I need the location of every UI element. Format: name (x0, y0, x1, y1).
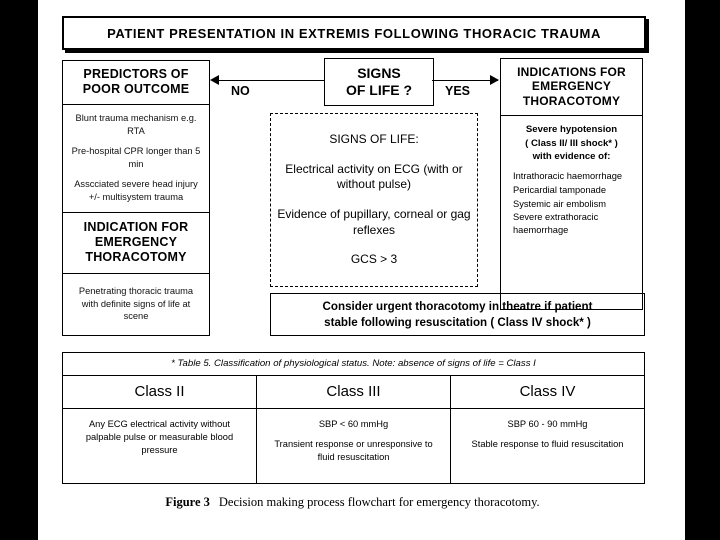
indications-header-line1: INDICATIONS FOR (517, 65, 626, 79)
table-cell-class-ii: Any ECG electrical activity without palp… (63, 409, 257, 483)
figure-number: Figure 3 (165, 495, 210, 509)
table-header-row: Class II Class III Class IV (63, 376, 644, 409)
title-banner: PATIENT PRESENTATION IN EXTREMIS FOLLOWI… (62, 16, 646, 50)
indications-lead-line3: with evidence of: (532, 151, 611, 163)
table-cell-line: SBP < 60 mmHg (318, 419, 389, 429)
figure-caption: Figure 3 Decision making process flowchar… (62, 495, 643, 510)
indications-header-line2: EMERGENCY (531, 79, 612, 94)
predictor-item: Blunt trauma mechanism e.g. RTA (75, 113, 197, 136)
predictors-header: PREDICTORS OF POOR OUTCOME (62, 60, 210, 105)
consider-line1: Consider urgent thoracotomy in theatre i… (322, 299, 593, 313)
left-column: PREDICTORS OF POOR OUTCOME Blunt trauma … (62, 60, 210, 336)
table-header-cell: Class IV (451, 376, 644, 409)
consider-urgent-thoracotomy-bar: Consider urgent thoracotomy in theatre i… (270, 293, 645, 336)
predictor-item: Asscciated severe head injury +/- multis… (74, 179, 198, 202)
indications-list: Intrathoracic haemorrhage Pericardial ta… (507, 170, 636, 236)
indication-footer-text: Penetrating thoracic trauma with definit… (78, 286, 194, 322)
indication-header: INDICATION FOR EMERGENCY THORACOTOMY (62, 213, 210, 274)
indication-item: Intrathoracic haemorrhage (513, 171, 623, 182)
indication-header-line1: INDICATION FOR (83, 220, 189, 234)
indications-lead: Severe hypotension ( Class II/ III shock… (507, 123, 636, 163)
indication-item: Systemic air embolism (513, 198, 606, 209)
table-header-cell: Class III (257, 376, 451, 409)
branch-label-no: NO (231, 84, 250, 98)
arrow-no-line (212, 80, 324, 81)
indication-header-line3: THORACOTOMY (85, 250, 187, 264)
signs-detail-item: GCS > 3 (350, 252, 398, 267)
table-footnote: * Table 5. Classification of physiologic… (63, 353, 644, 376)
table-cell-class-iv: SBP 60 - 90 mmHg Stable response to flui… (451, 409, 644, 483)
table-cell-line: SBP 60 - 90 mmHg (507, 419, 588, 429)
branch-label-yes: YES (445, 84, 471, 98)
signs-detail-item: Electrical activity on ECG (with or with… (285, 161, 463, 192)
table-header-cell: Class II (63, 376, 257, 409)
figure-page: PATIENT PRESENTATION IN EXTREMIS FOLLOWI… (38, 0, 685, 540)
decision-node-signs-of-life: SIGNS OF LIFE ? (324, 58, 434, 106)
predictors-list: Blunt trauma mechanism e.g. RTA Pre-hosp… (62, 105, 210, 213)
arrow-right-icon (490, 75, 499, 85)
table-cell-line: Transient response or unresponsive to fl… (274, 439, 433, 463)
indication-footer: Penetrating thoracic trauma with definit… (62, 274, 210, 336)
table-cell-line: Stable response to fluid resuscitation (471, 439, 624, 450)
table-cell-line: Any ECG electrical activity without palp… (85, 419, 234, 456)
predictors-header-line1: PREDICTORS OF (83, 67, 189, 81)
decision-line1: SIGNS (357, 64, 401, 81)
indication-item: Pericardial tamponade (513, 184, 607, 195)
predictors-header-line2: POOR OUTCOME (82, 82, 190, 96)
predictor-item: Pre-hospital CPR longer than 5 min (71, 146, 201, 169)
indications-body: Severe hypotension ( Class II/ III shock… (500, 116, 643, 311)
signs-detail-item: Evidence of pupillary, corneal or gag re… (277, 207, 471, 237)
indications-lead-line2: ( Class II/ III shock* ) (525, 137, 618, 149)
title-banner-text: PATIENT PRESENTATION IN EXTREMIS FOLLOWI… (107, 25, 601, 41)
right-column: INDICATIONS FOR EMERGENCY THORACOTOMY Se… (500, 58, 643, 311)
arrow-yes-line (432, 80, 498, 81)
indications-lead-line1: Severe hypotension (525, 124, 618, 136)
signs-detail-heading: SIGNS OF LIFE: (329, 132, 419, 147)
classification-table: * Table 5. Classification of physiologic… (62, 352, 645, 484)
table-row: Any ECG electrical activity without palp… (63, 409, 644, 483)
indications-header: INDICATIONS FOR EMERGENCY THORACOTOMY (500, 58, 643, 117)
indications-header-line3: THORACOTOMY (522, 93, 621, 108)
arrow-left-icon (210, 75, 219, 85)
consider-line2: stable following resuscitation ( Class I… (324, 315, 591, 329)
figure-caption-text: Decision making process flowchart for em… (218, 495, 540, 509)
table-cell-class-iii: SBP < 60 mmHg Transient response or unre… (257, 409, 451, 483)
signs-of-life-detail-box: SIGNS OF LIFE: Electrical activity on EC… (270, 113, 478, 287)
decision-line2: OF LIFE ? (345, 82, 413, 98)
indication-header-line2: EMERGENCY (94, 235, 178, 249)
indication-item: Severe extrathoracic haemorrhage (513, 212, 599, 235)
